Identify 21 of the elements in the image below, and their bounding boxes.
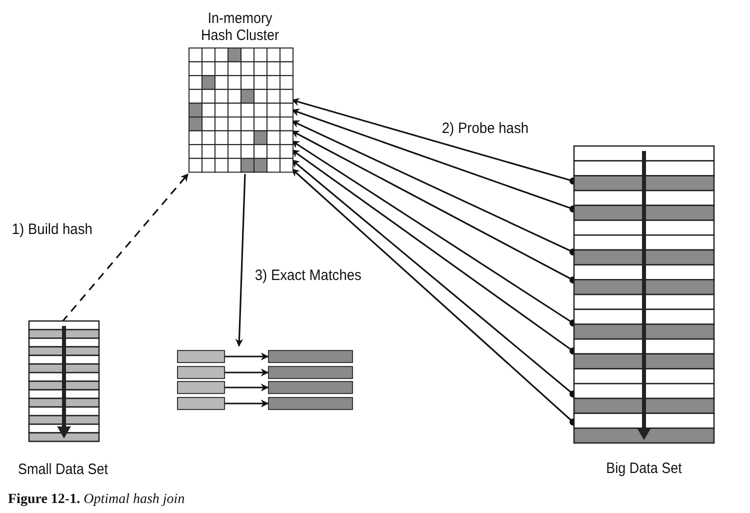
- node-title: In-memory Hash Cluster: [200, 10, 280, 44]
- table-row: [268, 366, 353, 379]
- table-row: [268, 381, 353, 394]
- node-title: Big Data Set: [605, 460, 683, 477]
- caption: Figure 12-1. Optimal hash join: [8, 492, 185, 508]
- arrow: [225, 352, 269, 360]
- edge-label: 2) Probe hash: [440, 120, 530, 137]
- arrow: [225, 368, 269, 376]
- edge-label: 3) Exact Matches: [253, 267, 364, 284]
- table-row: [177, 397, 225, 410]
- arrow: [61, 173, 189, 323]
- arrow: [225, 384, 269, 392]
- node-title: Small Data Set: [16, 461, 110, 478]
- arrow: [235, 174, 246, 347]
- table-row: [177, 381, 225, 394]
- arrow: [225, 400, 269, 408]
- table-row: [268, 350, 353, 363]
- table-row: [268, 397, 353, 410]
- table-row: [177, 366, 225, 379]
- edge-label: 1) Build hash: [10, 221, 94, 238]
- table-row: [177, 350, 225, 363]
